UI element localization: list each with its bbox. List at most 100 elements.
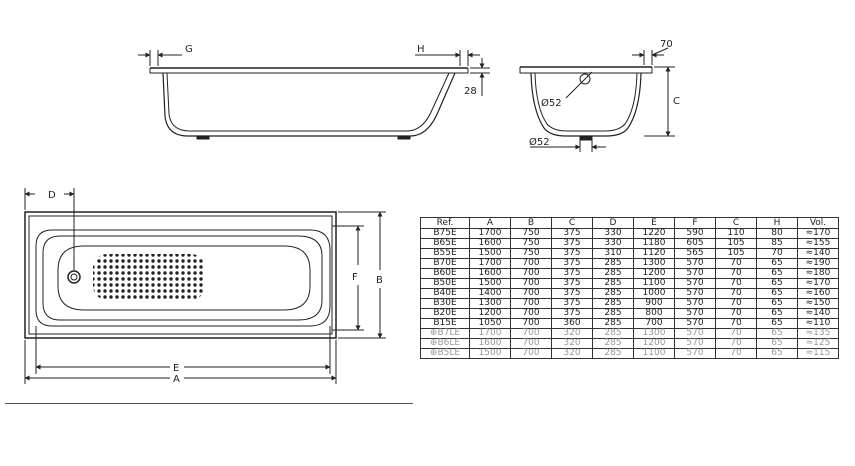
table-cell: ≈140 [797, 248, 839, 259]
table-cell: 700 [510, 338, 552, 349]
dim-label-c: C [673, 96, 680, 107]
table-cell: 65 [756, 278, 798, 289]
cell-ref: B55E [420, 248, 470, 259]
table-header-row: Ref. A B C D E F C H Vol. [420, 217, 839, 229]
table-cell: 590 [674, 228, 716, 239]
cell-ref: B50E [420, 278, 470, 289]
table-cell: 65 [756, 298, 798, 309]
table-cell: 320 [551, 348, 593, 359]
table-cell: 570 [674, 318, 716, 329]
table-cell: 65 [756, 318, 798, 329]
table-cell: 700 [510, 288, 552, 299]
cell-ref: ⊕B5LE [420, 348, 470, 359]
table-cell: 570 [674, 308, 716, 319]
table-cell: 565 [674, 248, 716, 259]
table-cell: 1400 [469, 288, 511, 299]
table-cell: 375 [551, 288, 593, 299]
table-cell: ≈160 [797, 288, 839, 299]
table-cell: 1100 [633, 278, 675, 289]
table-cell: 70 [715, 298, 757, 309]
table-cell: 750 [510, 228, 552, 239]
table-cell: 285 [592, 258, 634, 269]
table-cell: ≈125 [797, 338, 839, 349]
table-cell: 900 [633, 298, 675, 309]
table-cell: 65 [756, 328, 798, 339]
table-cell: 320 [551, 328, 593, 339]
table-cell: ≈115 [797, 348, 839, 359]
dim-label-28: 28 [464, 86, 477, 97]
variant-mark-icon: ⊕ [429, 328, 438, 338]
table-cell: 375 [551, 268, 593, 279]
col-header-e: E [633, 217, 675, 229]
dim-label-a: A [173, 374, 180, 385]
table-cell: 375 [551, 228, 593, 239]
table-cell: 750 [510, 238, 552, 249]
table-cell: 700 [510, 278, 552, 289]
variant-mark-icon: ⊕ [429, 348, 438, 358]
table-cell: 1300 [633, 328, 675, 339]
table-cell: 570 [674, 258, 716, 269]
table-cell: 1600 [469, 268, 511, 279]
table-cell: 570 [674, 348, 716, 359]
dim-label-diam-overflow: Ø52 [541, 97, 562, 109]
table-cell: 605 [674, 238, 716, 249]
table-cell: 285 [592, 328, 634, 339]
table-cell: ≈170 [797, 228, 839, 239]
table-cell: 570 [674, 268, 716, 279]
table-cell: 330 [592, 228, 634, 239]
ref-code: B15E [433, 318, 457, 328]
table-cell: 70 [715, 348, 757, 359]
table-cell: 80 [756, 228, 798, 239]
table-cell: 65 [756, 258, 798, 269]
table-cell: 800 [633, 308, 675, 319]
table-cell: 700 [510, 348, 552, 359]
table-cell: 1120 [633, 248, 675, 259]
table-cell: 1700 [469, 228, 511, 239]
table-cell: 1500 [469, 248, 511, 259]
table-cell: 285 [592, 308, 634, 319]
table-cell: ≈140 [797, 308, 839, 319]
table-cell: 65 [756, 268, 798, 279]
table-cell: ≈190 [797, 258, 839, 269]
cell-ref: B20E [420, 308, 470, 319]
table-cell: 375 [551, 308, 593, 319]
ref-code: B6LE [437, 338, 461, 348]
table-cell: 70 [715, 308, 757, 319]
table-cell: 285 [592, 278, 634, 289]
table-cell: 375 [551, 238, 593, 249]
table-cell: 105 [715, 248, 757, 259]
table-cell: 1700 [469, 328, 511, 339]
table-cell: 1500 [469, 278, 511, 289]
ref-code: B40E [433, 288, 457, 298]
table-cell: 700 [510, 308, 552, 319]
dim-label-f: F [352, 272, 358, 283]
col-header-d: D [592, 217, 634, 229]
ref-code: B50E [433, 278, 457, 288]
table-cell: 700 [510, 268, 552, 279]
ref-code: B55E [433, 248, 457, 258]
table-cell: 1200 [469, 308, 511, 319]
end-section-view [519, 47, 675, 152]
table-cell: 65 [756, 288, 798, 299]
table-cell: 375 [551, 248, 593, 259]
cell-ref: B30E [420, 298, 470, 309]
table-cell: 700 [510, 258, 552, 269]
table-cell: 105 [715, 238, 757, 249]
cell-ref: B75E [420, 228, 470, 239]
table-cell: 1000 [633, 288, 675, 299]
table-cell: 360 [551, 318, 593, 329]
table-cell: 570 [674, 288, 716, 299]
cell-ref: B60E [420, 268, 470, 279]
table-cell: 285 [592, 298, 634, 309]
table-cell: 70 [715, 288, 757, 299]
